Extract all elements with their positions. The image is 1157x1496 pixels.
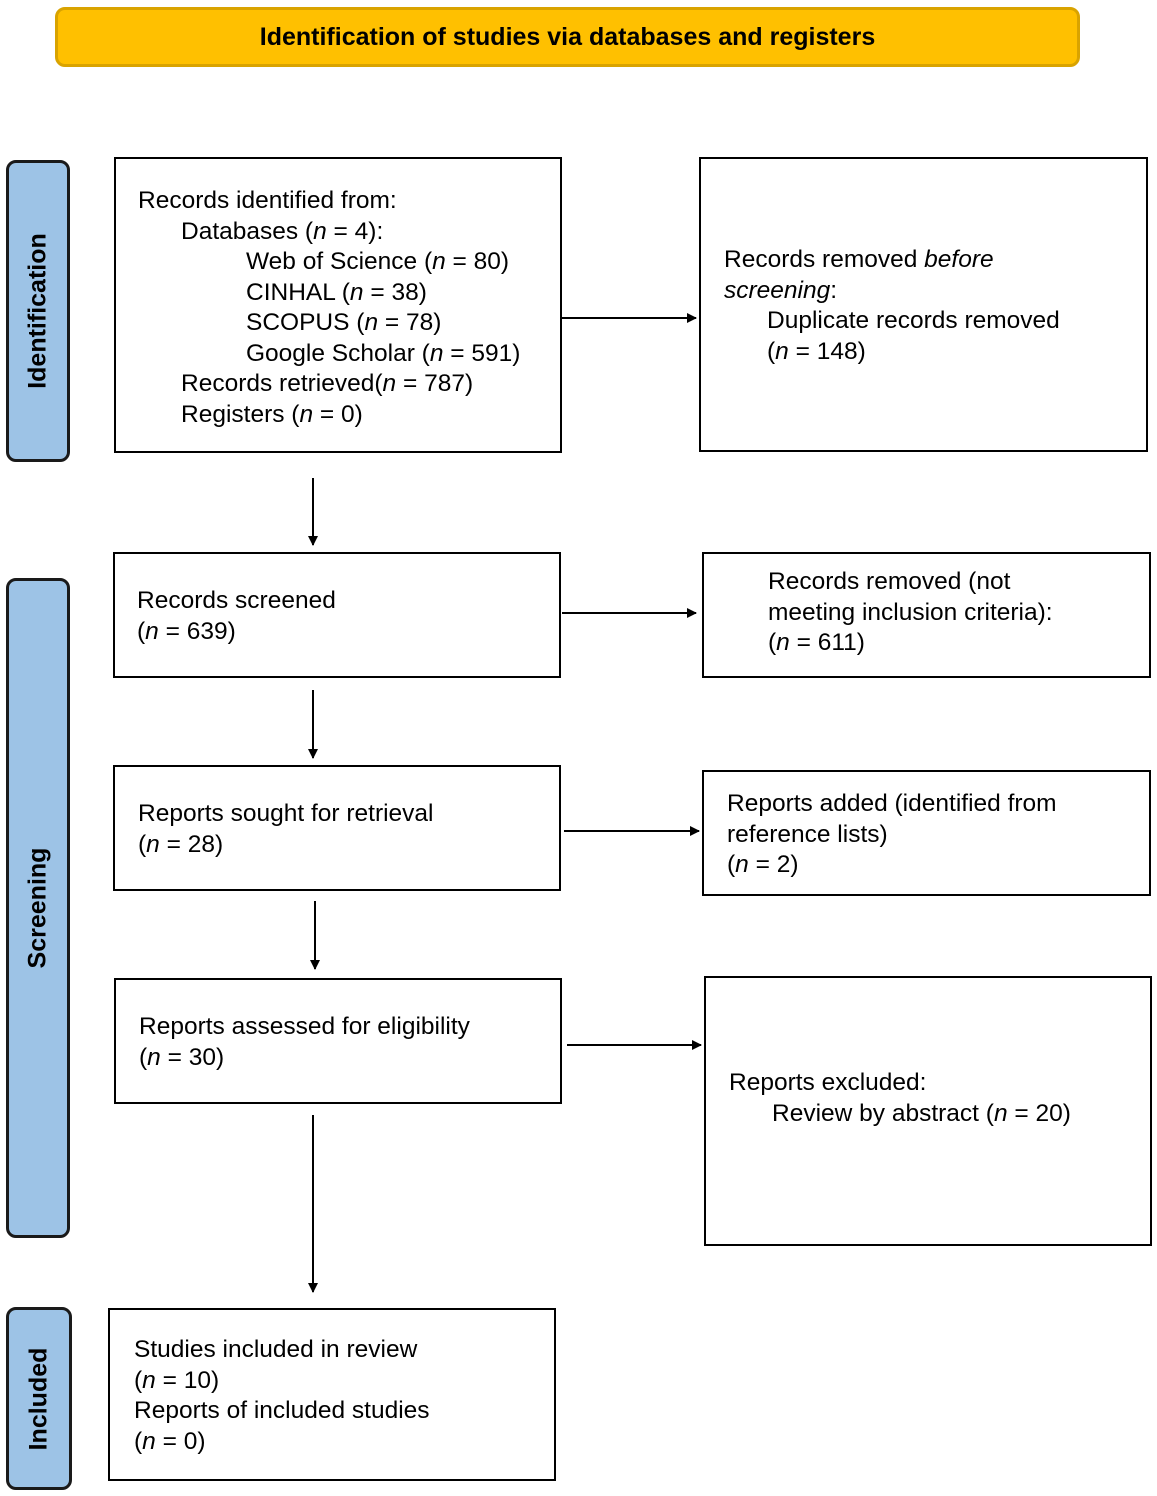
removed-criteria-count: (n = 611) [768, 629, 865, 656]
records-screened-title: Records screened [137, 587, 336, 614]
studies-included-title: Studies included in review [134, 1336, 418, 1363]
records-identified-box: Records identified from: Databases (n = … [114, 157, 562, 453]
reports-added-line2: reference lists) [727, 820, 888, 848]
reports-excluded-title: Reports excluded: [729, 1069, 927, 1096]
removed-criteria-line1: Records removed (not [768, 568, 1011, 595]
reports-of-included-title: Reports of included studies [134, 1397, 430, 1424]
diagram-header: Identification of studies via databases … [55, 7, 1080, 67]
reports-added-line1: Reports added (identified from [727, 790, 1057, 817]
source-scopus: SCOPUS (n = 78) [246, 309, 442, 336]
records-removed-before-box: Records removed before screening: Duplic… [699, 157, 1148, 452]
reports-sought-title: Reports sought for retrieval [138, 800, 434, 827]
source-google-scholar: Google Scholar (n = 591) [246, 339, 521, 367]
source-cinhal: CINHAL (n = 38) [246, 278, 427, 306]
reports-excluded-box: Reports excluded: Review by abstract (n … [704, 976, 1152, 1246]
duplicate-records-line: Duplicate records removed [767, 307, 1060, 334]
duplicate-records-count: (n = 148) [767, 337, 866, 365]
records-screened-box: Records screened (n = 639) [113, 552, 561, 678]
phase-screening: Screening [6, 578, 70, 1238]
records-identified-title: Records identified from: [138, 187, 397, 214]
registers-line: Registers (n = 0) [181, 400, 363, 428]
studies-included-box: Studies included in review (n = 10) Repo… [108, 1308, 556, 1481]
removed-before-line2: screening: [724, 276, 838, 304]
source-web-of-science: Web of Science (n = 80) [246, 248, 510, 275]
records-removed-criteria-box: Records removed (not meeting inclusion c… [702, 552, 1151, 678]
removed-before-line1: Records removed before [724, 246, 994, 273]
records-retrieved-line: Records retrieved(n = 787) [181, 370, 474, 397]
phase-included: Included [6, 1307, 72, 1490]
reports-sought-count: (n = 28) [138, 830, 224, 858]
reports-assessed-title: Reports assessed for eligibility [139, 1013, 470, 1040]
reports-added-count: (n = 2) [727, 851, 799, 878]
reports-assessed-count: (n = 30) [139, 1043, 225, 1071]
reports-sought-box: Reports sought for retrieval (n = 28) [113, 765, 561, 891]
records-screened-count: (n = 639) [137, 617, 236, 645]
studies-included-count: (n = 10) [134, 1366, 220, 1394]
reports-assessed-box: Reports assessed for eligibility (n = 30… [114, 978, 562, 1104]
databases-line: Databases (n = 4): [181, 217, 384, 245]
reports-of-included-count: (n = 0) [134, 1427, 206, 1455]
reports-added-box: Reports added (identified from reference… [702, 770, 1151, 896]
removed-criteria-line2: meeting inclusion criteria): [768, 598, 1053, 626]
reports-excluded-reason: Review by abstract (n = 20) [772, 1099, 1071, 1127]
phase-identification: Identification [6, 160, 70, 462]
header-title: Identification of studies via databases … [259, 22, 876, 51]
